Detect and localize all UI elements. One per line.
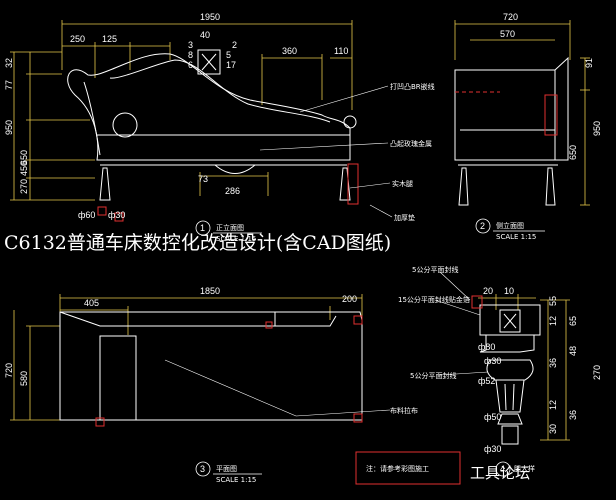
leg-dim-phi30b: ф30 <box>484 444 501 454</box>
front-dim-17: 17 <box>226 60 236 70</box>
front-caption-scale: SCALE 1:15 <box>216 235 256 243</box>
front-elevation <box>67 49 357 201</box>
side-dim-950: 950 <box>592 121 602 136</box>
leg-label-1: 5公分平面封线 <box>412 265 458 274</box>
side-caption-scale: SCALE 1:15 <box>496 233 536 241</box>
plan-leaders <box>164 359 391 417</box>
leg-dim-36b: 36 <box>568 410 578 420</box>
side-dim-570: 570 <box>500 29 515 39</box>
plan-dim-405: 405 <box>84 298 99 308</box>
leg-label-2: 15公分平面封线贴金箔 <box>398 295 470 304</box>
front-caption-num: 1 <box>200 223 205 233</box>
plan-dim-1850: 1850 <box>200 286 220 296</box>
watermark-text: 工具论坛 <box>470 464 531 482</box>
leg-caption-title: 腿大样 <box>514 464 535 473</box>
leg-leaders <box>434 271 489 376</box>
side-elevation <box>454 56 569 206</box>
front-dim-270: 270 <box>19 179 29 194</box>
leg-dim-phi52: ф52 <box>478 376 495 386</box>
front-dim-5: 5 <box>226 50 231 60</box>
captions <box>195 218 545 477</box>
front-dim-125: 125 <box>102 34 117 44</box>
note-box <box>355 451 461 485</box>
construction-note: 注：请参考彩图施工 <box>366 464 429 473</box>
front-dim-3: 3 <box>188 40 193 50</box>
leg-label-3: 5公分平面封线 <box>410 371 456 380</box>
leg-dim-30: 30 <box>548 424 558 434</box>
leg-dim-12: 12 <box>548 316 558 326</box>
plan-dimension-lines <box>10 294 363 421</box>
leg-dim-48: 48 <box>568 346 578 356</box>
leg-dim-36: 36 <box>548 358 558 368</box>
leg-caption-num: 4 <box>500 464 505 474</box>
plan-dim-580: 580 <box>19 371 29 386</box>
plan-caption-title: 平面图 <box>216 465 237 473</box>
plan-dim-200: 200 <box>342 294 357 304</box>
side-dim-650: 650 <box>568 145 578 160</box>
front-dim-phi30: ф30 <box>108 210 125 220</box>
front-dim-450: 450 <box>19 161 29 176</box>
side-red-markers <box>455 91 558 136</box>
front-dim-950: 950 <box>4 120 14 135</box>
front-caption-title: 正立面图 <box>216 223 244 232</box>
plan-red-markers <box>95 315 363 427</box>
front-dim-250: 250 <box>70 34 85 44</box>
leg-dim-270: 270 <box>592 365 602 380</box>
plan-label-1: 布料拉布 <box>390 406 418 415</box>
front-dim-77: 77 <box>4 80 14 90</box>
front-dimension-lines <box>10 20 353 201</box>
front-label-1: 打凹凸BR嵌线 <box>390 82 435 91</box>
overlay-banner-title: C6132普通车床数控化改造设计(含CAD图纸) <box>4 232 392 254</box>
side-dim-720: 720 <box>503 12 518 22</box>
front-leaders <box>259 85 393 218</box>
leg-dim-10: 10 <box>504 286 514 296</box>
leg-dim-65: 65 <box>568 316 578 326</box>
leg-detail <box>479 304 541 445</box>
plan-caption-num: 3 <box>200 464 205 474</box>
front-red-markers <box>97 163 359 222</box>
side-caption-title: 侧立面图 <box>496 221 524 230</box>
front-dim-360: 360 <box>282 46 297 56</box>
leg-dim-12b: 12 <box>548 400 558 410</box>
side-caption-num: 2 <box>480 221 485 231</box>
front-dim-73: 73 <box>198 174 208 184</box>
front-dim-286: 286 <box>225 186 240 196</box>
leg-red-markers <box>471 295 483 309</box>
leg-dim-phi50: ф50 <box>484 412 501 422</box>
front-dim-110: 110 <box>334 46 348 56</box>
side-dimension-lines <box>454 20 590 206</box>
front-dim-32: 32 <box>4 58 14 68</box>
front-label-2: 凸起玫瑰金属 <box>390 139 432 148</box>
front-label-3: 实木腿 <box>392 179 413 188</box>
plan-caption-scale: SCALE 1:15 <box>216 476 256 484</box>
leg-dim-phi80: ф80 <box>478 342 495 352</box>
front-dim-overall: 1950 <box>200 12 220 22</box>
front-dim-650: 650 <box>19 150 29 165</box>
side-dim-91: 91 <box>584 58 594 68</box>
leg-dim-20: 20 <box>483 286 493 296</box>
front-dim-8: 8 <box>188 50 193 60</box>
plan-dim-720: 720 <box>4 363 14 378</box>
leg-dimension-lines <box>478 294 570 441</box>
front-label-4: 加厚垫 <box>394 213 415 222</box>
plan-view <box>59 311 363 421</box>
front-dim-phi60: ф60 <box>78 210 95 220</box>
leg-dim-phi30: ф30 <box>484 356 501 366</box>
front-dim-40: 40 <box>200 30 210 40</box>
front-dim-2: 2 <box>232 40 237 50</box>
front-dim-6: 6 <box>188 60 193 70</box>
leg-dim-55: 55 <box>548 296 558 306</box>
